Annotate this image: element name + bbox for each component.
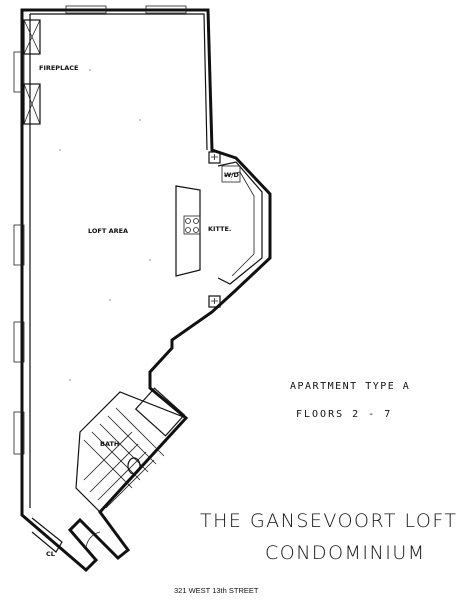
kitchen-label: KITTE.: [208, 225, 231, 233]
washer-dryer-box: [221, 165, 241, 183]
title-line-2: CONDOMINIUM: [265, 542, 426, 564]
floors-label: FLOORS 2 - 7: [296, 409, 393, 420]
washer-dryer-label: W/D: [224, 171, 240, 179]
fireplace-label: FIREPLACE: [39, 64, 78, 72]
apartment-type-label: APARTMENT TYPE A: [290, 381, 411, 392]
exterior-wall: [20, 8, 272, 573]
window: [65, 5, 107, 14]
window: [145, 5, 187, 14]
bathroom: BATH: [75, 387, 188, 513]
windows-left: [13, 51, 25, 455]
bathtub: [134, 387, 186, 437]
window: [13, 51, 25, 93]
title-line-1: THE GANSEVOORT LOFT: [200, 510, 458, 532]
loft-area-label: LOFT AREA: [88, 227, 128, 235]
windows-top: [65, 5, 187, 14]
window: [13, 321, 25, 363]
kitchen-island: KITTE.: [175, 185, 231, 277]
entry-door-swing: [85, 531, 101, 549]
toilet: [127, 457, 141, 475]
outer-walls: [20, 8, 272, 573]
bath-label: BATH: [100, 440, 119, 448]
closet-label: CL: [46, 550, 55, 558]
interior-wall-line: [29, 13, 208, 508]
closet: CL: [31, 517, 101, 558]
kitchen-counters: W/D: [208, 151, 263, 308]
address-label: 321 WEST 13th STREET: [174, 586, 259, 595]
chimney-box: [23, 19, 41, 55]
window: [13, 224, 25, 266]
chimney-box: [23, 83, 41, 125]
window: [13, 411, 25, 455]
fireplace-block: FIREPLACE: [23, 19, 78, 125]
paper-speckles: [59, 69, 151, 381]
